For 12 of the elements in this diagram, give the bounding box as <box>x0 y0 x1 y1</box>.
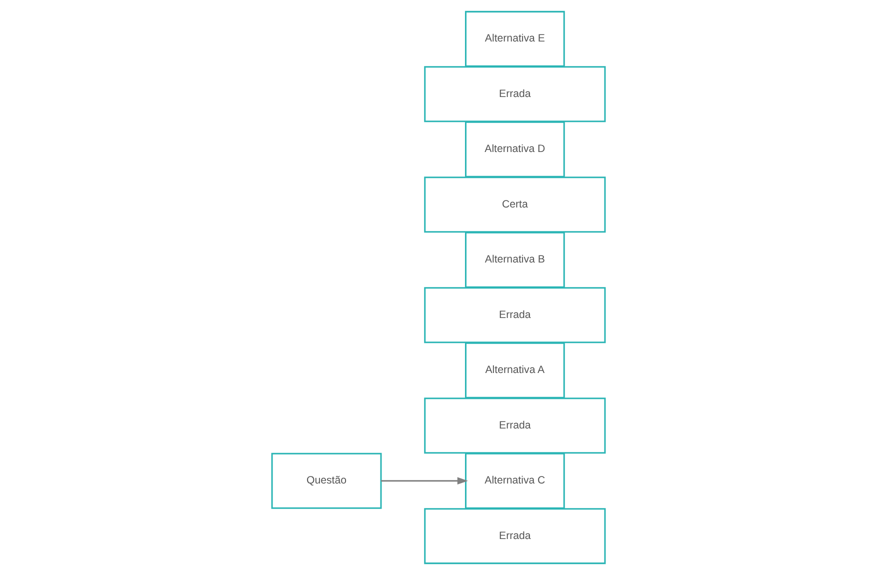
node-box: Alternativa D <box>464 121 564 178</box>
node-box: Alternativa B <box>464 232 564 288</box>
node-box: Certa <box>424 176 606 233</box>
node-box: Alternativa C <box>464 452 564 509</box>
node-box: Errada <box>424 508 606 564</box>
arrow <box>380 477 468 485</box>
node-box: Errada <box>424 287 606 344</box>
node-box: Errada <box>424 66 606 122</box>
node-box: Questão <box>270 452 382 509</box>
node-box: Alternativa E <box>464 10 564 67</box>
node-box: Alternativa A <box>464 342 564 398</box>
node-box: Errada <box>424 398 606 454</box>
